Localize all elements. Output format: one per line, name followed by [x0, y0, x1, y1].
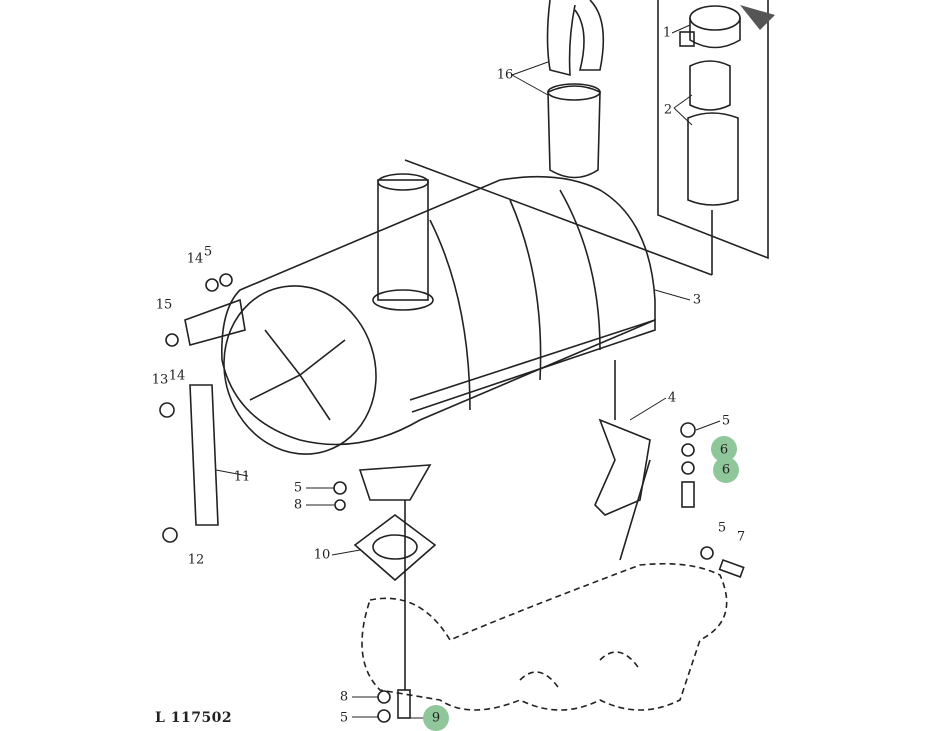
- callout-5[interactable]: 5: [293, 480, 303, 496]
- callout-5[interactable]: 5: [717, 520, 727, 536]
- callout-7[interactable]: 7: [736, 529, 746, 545]
- callout-5[interactable]: 5: [721, 413, 731, 429]
- callout-11[interactable]: 11: [233, 469, 251, 485]
- callout-13[interactable]: 13: [151, 372, 169, 388]
- callout-15[interactable]: 15: [155, 297, 173, 313]
- callout-14[interactable]: 14: [168, 368, 186, 384]
- muffler-body: [221, 173, 656, 455]
- callout-6[interactable]: 6: [719, 442, 729, 458]
- callout-8[interactable]: 8: [293, 497, 303, 513]
- gasket: [333, 464, 745, 723]
- callout-16[interactable]: 16: [496, 67, 514, 83]
- callout-12[interactable]: 12: [187, 552, 205, 568]
- rain-cap-part: [679, 5, 741, 49]
- callout-6[interactable]: 6: [721, 462, 731, 478]
- callout-4[interactable]: 4: [667, 390, 677, 406]
- callout-3[interactable]: 3: [692, 292, 702, 308]
- right-bracket: [594, 360, 696, 561]
- sleeve-parts: [404, 60, 739, 276]
- callout-1[interactable]: 1: [662, 25, 672, 41]
- figure-id: L 117502: [155, 710, 233, 726]
- callout-10[interactable]: 10: [313, 547, 331, 563]
- exhaust-pipe-part: [546, 0, 605, 179]
- callout-14[interactable]: 14: [186, 251, 204, 267]
- callout-8[interactable]: 8: [339, 689, 349, 705]
- exhaust-manifold: [361, 562, 728, 711]
- callout-2[interactable]: 2: [663, 102, 673, 118]
- callout-9[interactable]: 9: [431, 710, 441, 726]
- highlight-marker-6b: [713, 457, 739, 483]
- highlight-marker-9: [423, 705, 449, 731]
- leader-lines: [215, 24, 721, 719]
- left-bracket: [159, 273, 246, 543]
- callout-5[interactable]: 5: [339, 710, 349, 726]
- inset-box: [657, 0, 775, 260]
- callout-5[interactable]: 5: [203, 244, 213, 260]
